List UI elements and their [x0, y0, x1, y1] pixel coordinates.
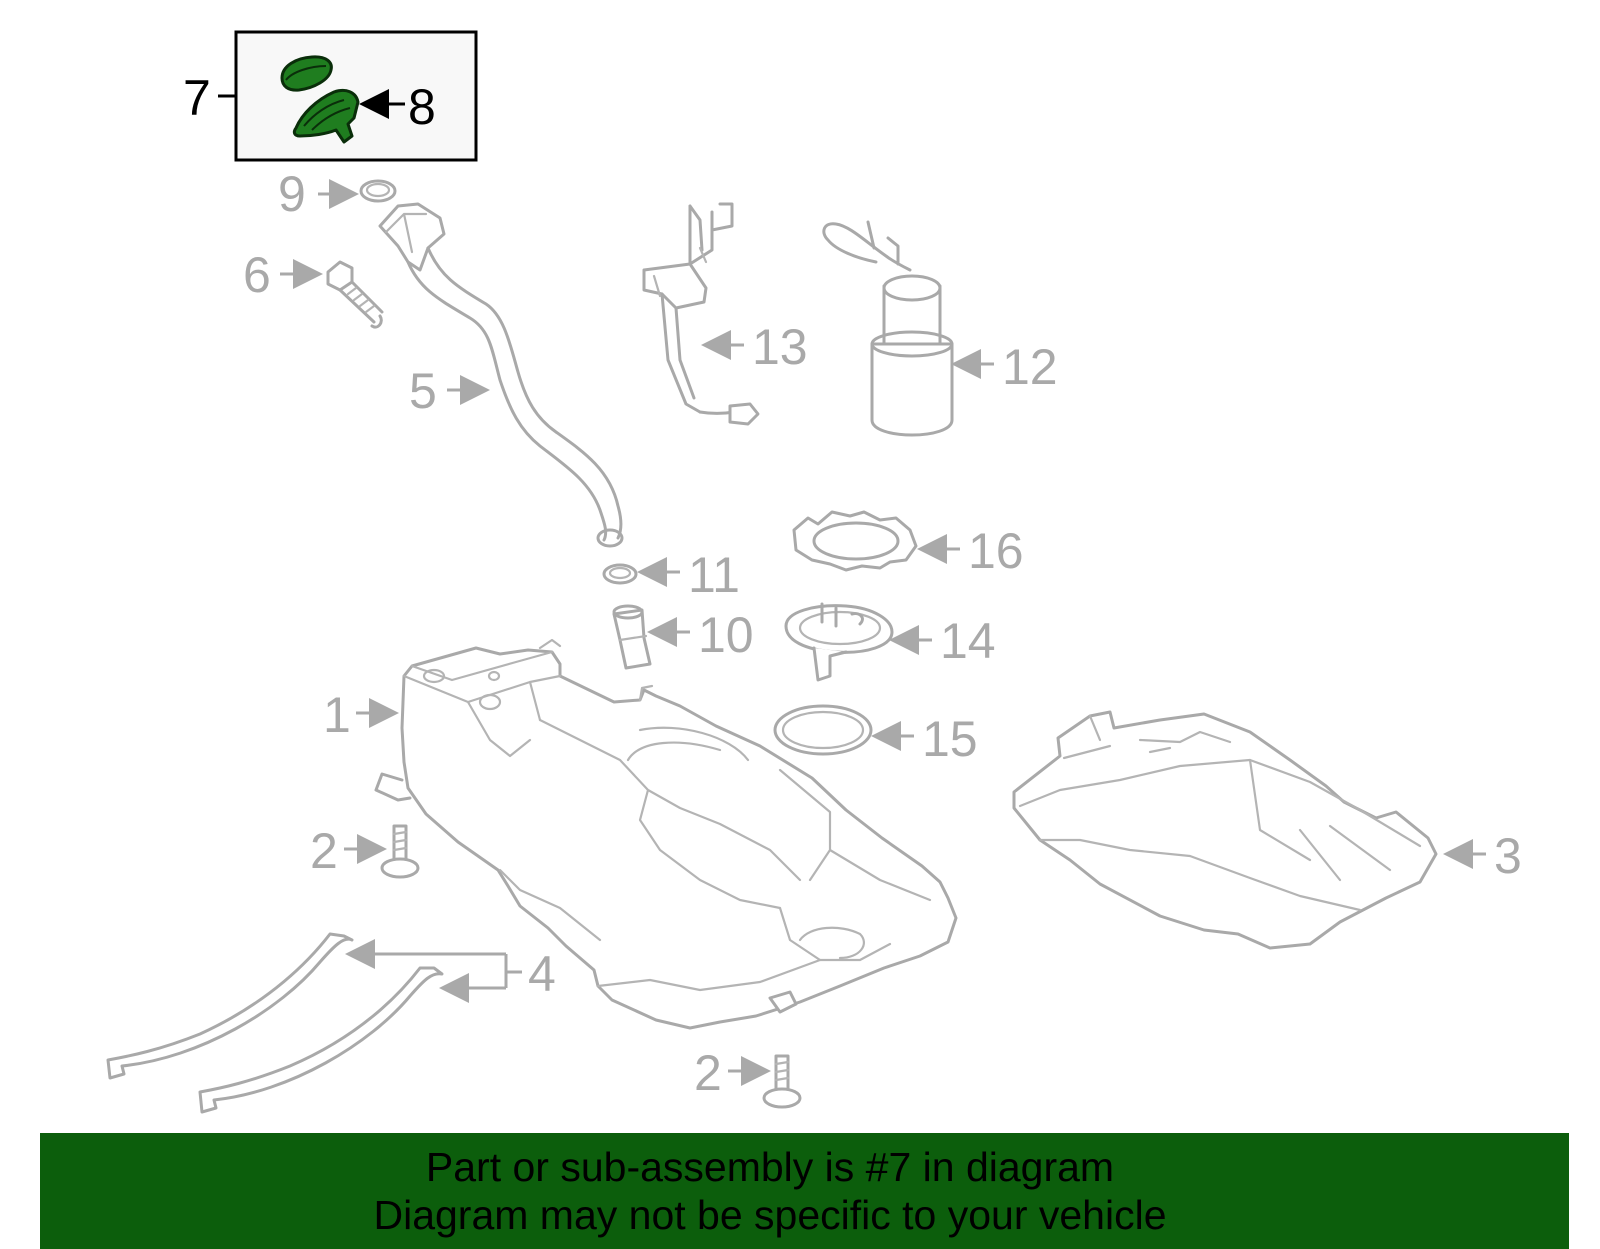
part-4-strap-lower[interactable]	[198, 966, 444, 1114]
part-2-bolt-upper[interactable]	[380, 824, 420, 879]
notice-banner: Part or sub-assembly is #7 in diagram Di…	[40, 1133, 1569, 1249]
part-14-flange[interactable]	[784, 602, 894, 682]
callout-2-lower: 2	[694, 1045, 722, 1101]
callout-7: 7	[183, 70, 211, 126]
callout-11: 11	[688, 547, 740, 603]
callout-5: 5	[409, 363, 437, 419]
callout-3: 3	[1494, 828, 1522, 884]
part-9-oring[interactable]	[359, 179, 397, 203]
part-10-connector[interactable]	[612, 604, 652, 670]
callout-13: 13	[752, 319, 808, 375]
callout-6: 6	[243, 247, 271, 303]
part-6-bolt[interactable]	[326, 260, 384, 329]
callout-10: 10	[698, 607, 754, 663]
callout-4: 4	[528, 946, 556, 1002]
part-4-strap-upper[interactable]	[106, 932, 354, 1080]
part-1-fuel-tank[interactable]	[374, 638, 958, 1030]
banner-line-1: Part or sub-assembly is #7 in diagram	[425, 1144, 1115, 1190]
part-8-tether[interactable]	[292, 88, 360, 144]
part-7-cap[interactable]	[280, 55, 333, 92]
callout-9: 9	[278, 166, 306, 222]
part-15-gasket[interactable]	[773, 704, 873, 756]
banner-line-2: Diagram may not be specific to your vehi…	[373, 1192, 1167, 1238]
callout-1: 1	[323, 687, 351, 743]
part-2-bolt-lower[interactable]	[762, 1054, 802, 1109]
part-12-fuel-pump[interactable]	[822, 220, 954, 437]
inset-7-8: 7 8	[183, 30, 478, 162]
callout-14: 14	[940, 613, 996, 669]
callout-16: 16	[968, 523, 1024, 579]
part-13-fuel-level-sender[interactable]	[642, 202, 760, 426]
part-5-filler-pipe[interactable]	[378, 202, 624, 548]
callout-8: 8	[408, 79, 436, 135]
part-3-heat-shield[interactable]	[1012, 710, 1438, 950]
part-16-lock-ring[interactable]	[792, 510, 918, 572]
callout-2-upper: 2	[310, 823, 338, 879]
callout-15: 15	[922, 711, 978, 767]
callout-12: 12	[1002, 339, 1058, 395]
part-11-seal[interactable]	[602, 563, 638, 585]
